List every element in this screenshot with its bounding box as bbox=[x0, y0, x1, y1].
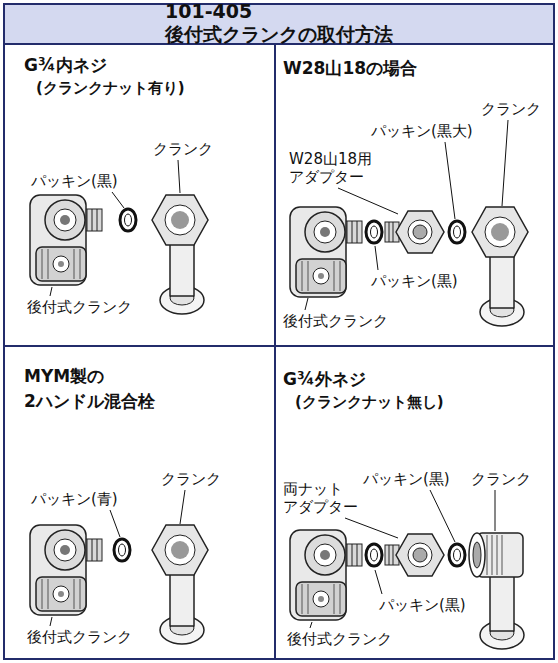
leader-line bbox=[180, 490, 185, 524]
crank-part bbox=[469, 533, 524, 649]
packing-ring bbox=[366, 221, 382, 243]
crank-part bbox=[152, 525, 208, 644]
part-label: クランク bbox=[160, 470, 222, 488]
part-label: 両ナット アダプター bbox=[282, 480, 359, 516]
leader-line bbox=[375, 246, 378, 270]
adapter-part bbox=[385, 534, 444, 576]
panel-1-parts bbox=[30, 195, 208, 314]
part-label: 後付式クランク bbox=[282, 312, 389, 330]
title-bar: 101-405 後付式クランクの取付方法 bbox=[5, 5, 553, 45]
part-label: パッキン(青) bbox=[30, 490, 119, 508]
part-label: 後付式クランク bbox=[286, 630, 393, 648]
panel-subheading: (クランクナット有り) bbox=[36, 78, 185, 100]
part-label: クランク bbox=[470, 470, 532, 488]
leader-line bbox=[375, 570, 382, 594]
part-label: パッキン(黒) bbox=[362, 470, 451, 488]
panel-2-parts bbox=[290, 207, 528, 326]
leader-line bbox=[502, 120, 508, 206]
panel-box: W28山18の場合 bbox=[276, 45, 553, 347]
part-label: パッキン(黒) bbox=[30, 172, 119, 190]
panel-heading: MYM製の 2ハンドル混合栓 bbox=[24, 364, 155, 413]
part-label: 後付式クランク bbox=[26, 298, 133, 316]
leader-lines bbox=[50, 120, 508, 628]
faucet-part bbox=[30, 525, 102, 615]
leader-line bbox=[495, 490, 496, 531]
outer-frame bbox=[3, 3, 555, 660]
packing-ring bbox=[449, 544, 465, 566]
panel-heading: G¾外ネジ bbox=[283, 367, 366, 392]
leader-line bbox=[345, 518, 398, 538]
packing-ring bbox=[366, 544, 382, 566]
leader-line bbox=[338, 188, 398, 214]
packing-ring bbox=[120, 209, 136, 231]
leader-line bbox=[305, 298, 308, 310]
panel-heading: W28山18の場合 bbox=[283, 56, 417, 81]
faucet-part bbox=[290, 530, 362, 620]
leader-line bbox=[310, 622, 312, 628]
crank-part bbox=[152, 195, 208, 314]
packing-ring bbox=[114, 539, 130, 561]
part-label: パッキン(黒) bbox=[378, 596, 467, 614]
part-label: 後付式クランク bbox=[26, 628, 133, 646]
leader-line bbox=[112, 192, 124, 208]
panel-subheading: (クランクナット無し) bbox=[295, 392, 444, 414]
leader-line bbox=[445, 142, 455, 219]
faucet-part bbox=[30, 195, 102, 285]
leader-line bbox=[50, 287, 52, 296]
adapter-part bbox=[385, 211, 444, 253]
panel-heading: G¾内ネジ bbox=[24, 53, 107, 78]
leader-line bbox=[50, 617, 52, 626]
part-label: W28山18用 アダプター bbox=[288, 150, 373, 186]
crank-part bbox=[472, 207, 528, 326]
part-label: パッキン(黒) bbox=[370, 272, 459, 290]
panel-3-parts bbox=[30, 525, 208, 644]
faucet-part bbox=[290, 207, 362, 297]
leader-line bbox=[430, 490, 455, 542]
part-label: クランク bbox=[480, 100, 542, 118]
leader-line bbox=[178, 160, 180, 193]
leader-line bbox=[110, 510, 120, 537]
packing-ring bbox=[449, 221, 465, 243]
title-text: 101-405 後付式クランクの取付方法 bbox=[165, 0, 393, 48]
part-label: パッキン(黒大) bbox=[370, 122, 474, 140]
part-label: クランク bbox=[152, 140, 214, 158]
